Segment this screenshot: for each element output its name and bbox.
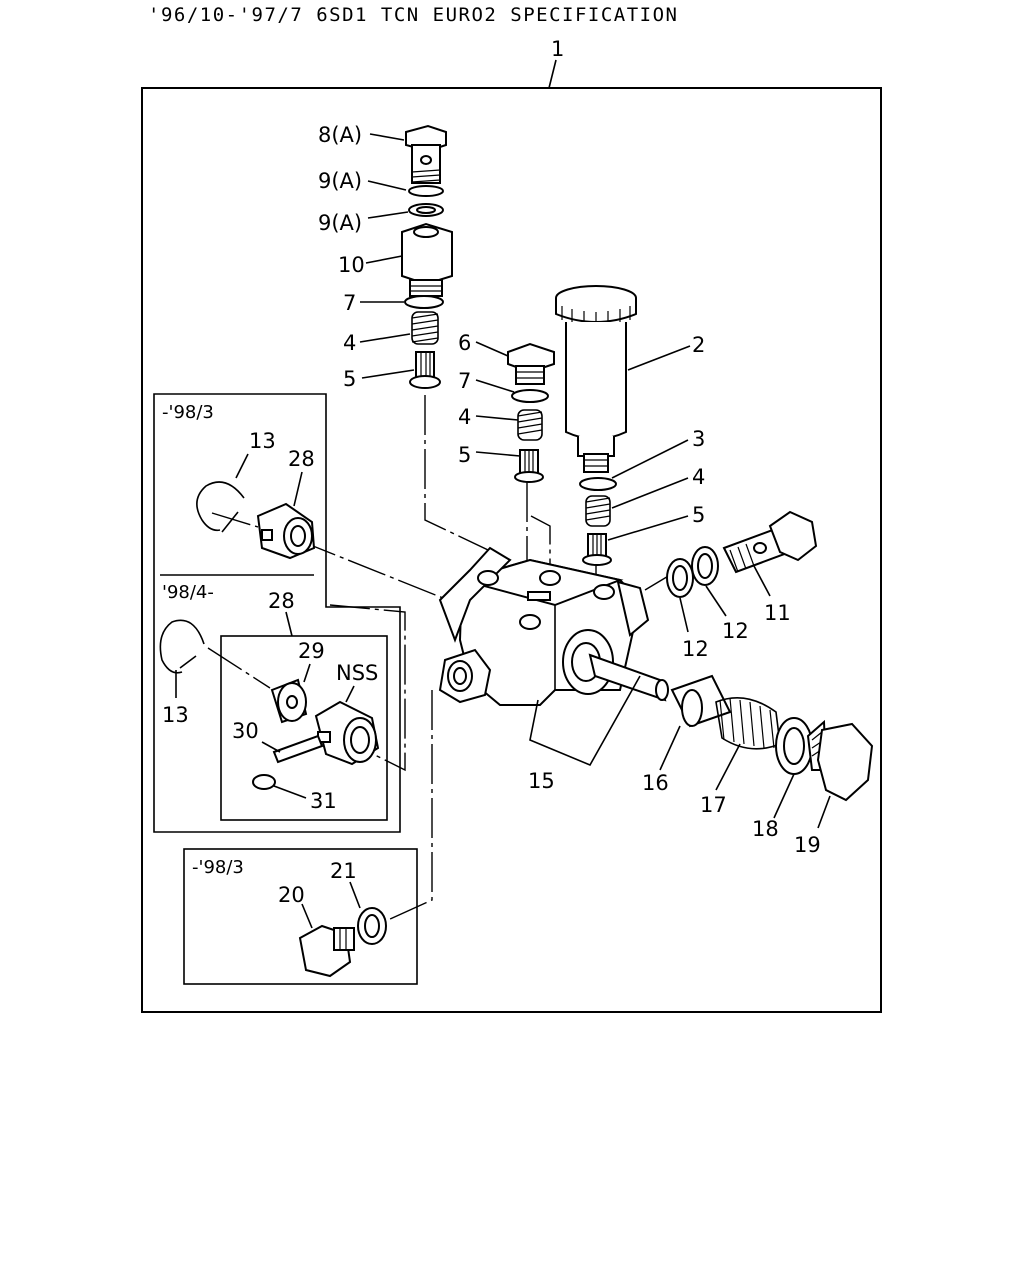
callout-5-right: 5 — [692, 503, 705, 527]
callout-10: 10 — [338, 253, 365, 277]
callout-6: 6 — [458, 331, 471, 355]
callout-11: 11 — [764, 601, 791, 625]
callout-3: 3 — [692, 427, 705, 451]
callout-16: 16 — [642, 771, 669, 795]
callout-31: 31 — [310, 789, 337, 813]
pin-30 — [272, 734, 324, 764]
priming-pump-2 — [555, 285, 637, 473]
valve-5-left — [409, 351, 441, 389]
o-ring-7-middle — [511, 389, 549, 403]
page-title: '96/10-'97/7 6SD1 TCN EURO2 SPECIFICATIO… — [148, 4, 679, 26]
plug-6 — [507, 342, 555, 385]
ball-31 — [252, 774, 276, 790]
callout-30: 30 — [232, 719, 259, 743]
o-ring-7-left — [404, 295, 444, 309]
valve-5-middle — [514, 449, 544, 483]
callout-4-middle: 4 — [458, 405, 471, 429]
callout-28-early: 28 — [288, 447, 315, 471]
callout-17: 17 — [700, 793, 727, 817]
spring-4-middle — [517, 409, 543, 441]
spring-4-right — [585, 495, 611, 527]
group-label-late: '98/4- — [162, 582, 214, 603]
callout-4-left: 4 — [343, 331, 356, 355]
group-early-lower: -'98/3 — [183, 848, 418, 985]
callout-7-middle: 7 — [458, 369, 471, 393]
callout-8a: 8(A) — [318, 123, 362, 147]
callout-2: 2 — [692, 333, 705, 357]
spring-4-left — [411, 311, 439, 345]
collet-nss — [314, 700, 380, 766]
o-ring-3 — [579, 477, 617, 491]
snap-ring-13-late — [159, 619, 205, 674]
callout-12-b: 12 — [722, 619, 749, 643]
callout-9a-upper: 9(A) — [318, 169, 362, 193]
callout-1: 1 — [551, 37, 564, 61]
assembly-frame — [141, 87, 882, 1013]
callout-12-a: 12 — [682, 637, 709, 661]
pump-body — [438, 546, 669, 706]
group-label-early-upper: -'98/3 — [162, 402, 214, 423]
callout-28-late: 28 — [268, 589, 295, 613]
spring-17 — [715, 696, 781, 750]
callout-5-middle: 5 — [458, 443, 471, 467]
washer-9a-upper — [408, 185, 444, 197]
valve-5-right — [582, 533, 612, 566]
snap-ring-13-early — [196, 481, 245, 533]
callout-21: 21 — [330, 859, 357, 883]
callout-13-early: 13 — [249, 429, 276, 453]
callout-13-late: 13 — [162, 703, 189, 727]
callout-7-left: 7 — [343, 291, 356, 315]
plug-20 — [298, 924, 355, 978]
callout-19: 19 — [794, 833, 821, 857]
label-nss: NSS — [336, 661, 378, 685]
callout-20: 20 — [278, 883, 305, 907]
collet-28-early — [256, 502, 316, 560]
callout-18: 18 — [752, 817, 779, 841]
callout-29: 29 — [298, 639, 325, 663]
group-late-inner — [220, 635, 388, 821]
banjo-bolt-11 — [722, 510, 818, 574]
group-label-early-lower: -'98/3 — [192, 857, 244, 878]
callout-15: 15 — [528, 769, 555, 793]
bushing-29 — [270, 678, 308, 724]
holder-10 — [401, 222, 453, 297]
callout-4-right: 4 — [692, 465, 705, 489]
callout-5-left: 5 — [343, 367, 356, 391]
banjo-bolt-8a — [405, 124, 447, 184]
plug-19 — [806, 719, 874, 802]
group-early-upper: -'98/3 '98/4- — [153, 393, 401, 833]
piston-16 — [670, 674, 732, 728]
callout-9a-lower: 9(A) — [318, 211, 362, 235]
